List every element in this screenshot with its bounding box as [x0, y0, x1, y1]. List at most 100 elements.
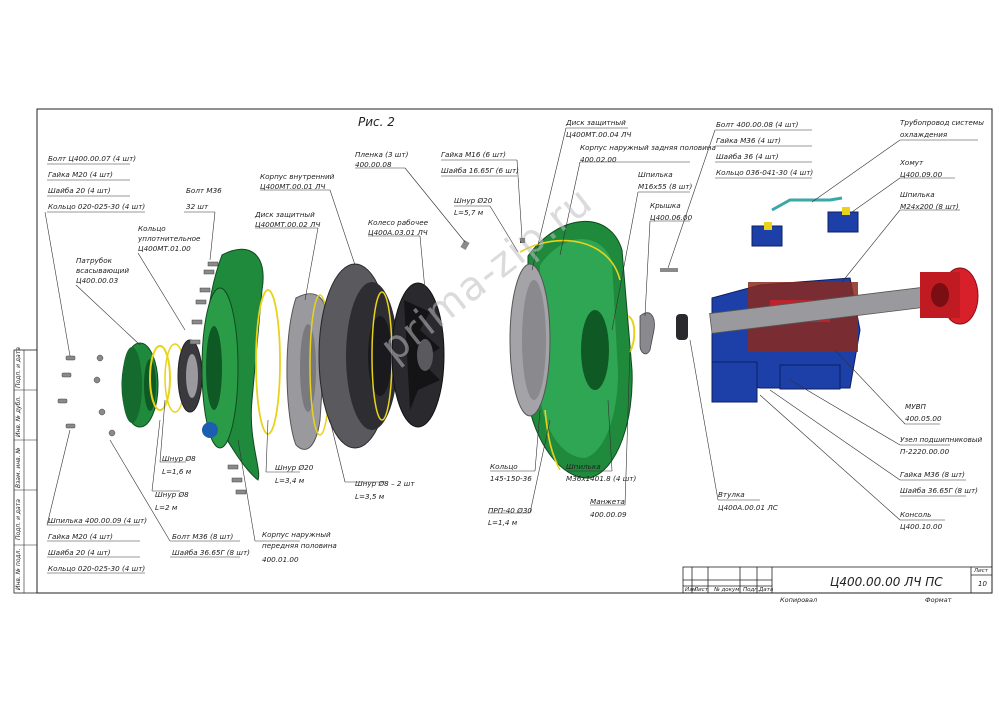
label-impeller-2: Ц400А.03.01 ЛЧ [368, 228, 428, 237]
label-cuff-1: Манжета [590, 497, 625, 506]
label-outer-front-2: передняя половина [262, 541, 337, 550]
film-piece [460, 240, 470, 250]
label-stud-m36-1: Шпилька [566, 462, 601, 471]
label-ring020-bottom: Кольцо 020-025-30 (4 шт) [48, 564, 146, 573]
label-seal-ring-1: Кольцо [138, 224, 166, 233]
label-sleeve-2: Ц400А.00.01 ЛС [718, 503, 778, 512]
impeller [391, 282, 445, 428]
label-outer-rear-1: Корпус наружный задняя половина [580, 143, 716, 152]
title-block [682, 566, 993, 594]
label-nut-m36-right: Гайка М36 (4 шт) [716, 136, 781, 145]
label-ring-145-1: Кольцо [490, 462, 518, 471]
label-cord8a-2: L=1,6 м [162, 467, 192, 476]
label-washer-36-bottom: Шайба 36.65Г (8 шт) [172, 548, 250, 557]
label-cord8c-2: L=3,5 м [355, 492, 385, 501]
bearing-unit [711, 277, 861, 403]
label-stud-m16-1: Шпилька [638, 170, 673, 179]
label-outer-front-3: 400.01.00 [262, 555, 299, 564]
label-bolt-m36-bottom: Болт М36 (8 шт) [172, 532, 234, 541]
label-washer36-right: Шайба 36 (4 шт) [716, 152, 779, 161]
label-prp-1: ПРП-40 Ø30 [488, 506, 532, 515]
document-code: Ц400.00.00 ЛЧ ПС [830, 575, 943, 589]
label-cord8b-1: Шнур Ø8 [155, 490, 189, 499]
cooling-pipe [771, 196, 843, 212]
label-clamp-1: Хомут [900, 158, 924, 167]
label-qty-32: 32 шт [186, 202, 209, 211]
inner-body [318, 263, 398, 449]
cord-20 [255, 289, 281, 435]
label-nut-m20-top: Гайка М20 (4 шт) [48, 170, 113, 179]
stamp-inv-dubl: Инв. № дубл. [15, 395, 22, 437]
bolts-m36 [189, 261, 247, 495]
label-cord20-2: L=5,7 м [454, 208, 484, 217]
label-prot-disc-rear-1: Диск защитный [566, 118, 626, 127]
label-impeller-1: Колесо рабочее [368, 218, 429, 227]
label-film-1: Пленка (3 шт) [355, 150, 409, 159]
label-cord8a-1: Шнур Ø8 [162, 454, 196, 463]
label-stud-m24-1: Шпилька [900, 190, 935, 199]
col-list: Лист [694, 587, 708, 593]
leader-lines [44, 127, 978, 574]
label-washer20-bottom: Шайба 20 (4 шт) [48, 548, 111, 557]
label-sleeve-1: Втулка [718, 490, 745, 499]
stamp-podp-data-2: Подп. и дата [15, 347, 22, 388]
label-cord8b-2: L=2 м [155, 503, 178, 512]
label-console-2: Ц400.10.00 [900, 522, 943, 531]
label-cord20-1: Шнур Ø20 [454, 196, 493, 205]
seal-ring [149, 345, 171, 411]
label-ring020-top: Кольцо 020-025-30 (4 шт) [48, 202, 146, 211]
label-stud-bottom-left: Шпилька 400.00.09 (4 шт) [48, 516, 148, 525]
col-dokum: № докум. [714, 587, 742, 593]
cover [639, 312, 655, 355]
format-label: Формат [925, 596, 952, 604]
label-nut-m36-bearing: Гайка М36 (8 шт) [900, 470, 965, 479]
label-bearing-2: П-2220.00.00 [900, 447, 950, 456]
label-cuff-2: 400.00.09 [590, 510, 627, 519]
label-outer-rear-2: 400.02.00 [580, 155, 617, 164]
label-clamp-2: Ц400.09.00 [900, 170, 943, 179]
label-washer-36-bearing: Шайба 36.65Г (8 шт) [900, 486, 978, 495]
sleeve [676, 314, 688, 340]
label-bolt-m36: Болт М36 [186, 186, 222, 195]
clamps [751, 207, 859, 247]
label-inner-body-2: Ц400МТ.00.01 ЛЧ [260, 182, 326, 191]
label-prot-disc-1: Диск защитный [255, 210, 315, 219]
label-stud-m24-2: М24х200 (8 шт) [900, 202, 959, 211]
label-cord20b-1: Шнур Ø20 [275, 463, 314, 472]
stamp-inv-podl: Инв. № подл. [15, 548, 22, 590]
label-suction-3: Ц400.00.03 [76, 276, 119, 285]
label-console-1: Консоль [900, 510, 932, 519]
stamp-vzam-inv: Взам. инв. № [15, 447, 22, 488]
label-washer-16: Шайба 16.65Г (6 шт) [441, 166, 519, 175]
label-cord8c-1: Шнур Ø8 – 2 шт [355, 479, 415, 488]
bolt-right [660, 268, 678, 272]
bolts-top-left [57, 354, 116, 437]
sheet-label: Лист [974, 568, 988, 574]
label-washer20-top: Шайба 20 (4 шт) [48, 186, 111, 195]
cord-20-rear [519, 239, 621, 281]
label-film-2: 400.00.08 [355, 160, 392, 169]
label-cooling-1: Трубопровод системы [900, 118, 984, 127]
label-nut-m20-bottom: Гайка М20 (4 шт) [48, 532, 113, 541]
side-stamp-box [13, 349, 38, 594]
label-suction-2: всасывающий [76, 266, 130, 275]
copied-label: Копировал [780, 596, 818, 604]
label-cord20b-2: L=3,4 м [275, 476, 305, 485]
stamp-podp-data-1: Подп. и дата [15, 499, 22, 540]
label-muvp-1: МУВП [905, 402, 926, 411]
protective-disc-rear [509, 263, 551, 417]
label-stud-m36-2: М36х1401.8 (4 шт) [566, 474, 637, 483]
cuff-yellow [627, 315, 636, 353]
figure-title: Рис. 2 [358, 115, 395, 129]
label-inner-body-1: Корпус внутренний [260, 172, 335, 181]
label-cover-1: Крышка [650, 201, 681, 210]
label-muvp-2: 400.05.00 [905, 414, 942, 423]
protective-disc [286, 293, 328, 450]
label-outer-front-1: Корпус наружный [262, 530, 331, 539]
outer-housing-rear [527, 220, 633, 479]
label-bearing-1: Узел подшипниковый [900, 435, 983, 444]
label-prp-2: L=1,4 м [488, 518, 518, 527]
label-prot-disc-2: Ц400МТ.00.02 ЛЧ [255, 220, 321, 229]
